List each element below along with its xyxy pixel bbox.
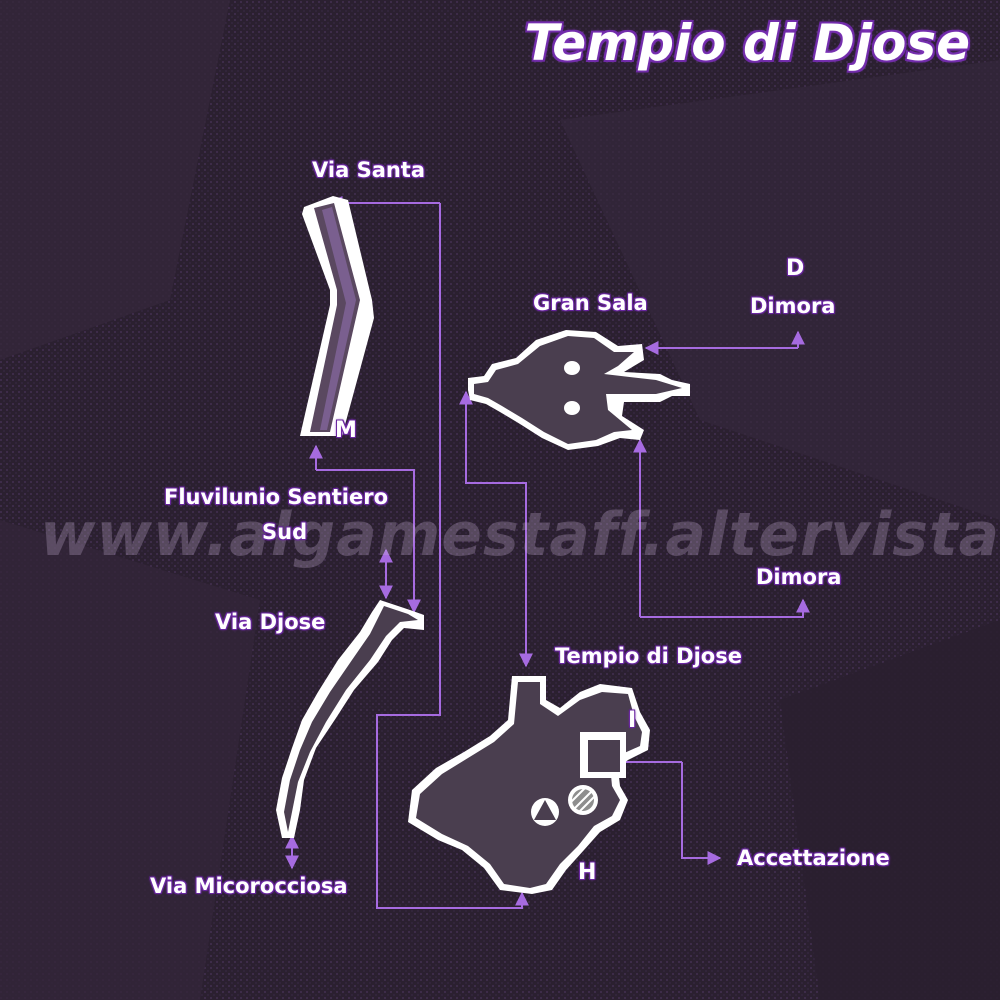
room-floor [310,203,360,432]
connector-via-santa-to-temple [376,203,529,909]
room-via-djose[interactable] [276,600,424,838]
label-via-micorocciosa: Via Micorocciosa [150,874,348,898]
room-band [320,207,356,430]
label-via-djose: Via Djose [215,610,326,634]
marker-h: H [578,860,597,885]
bg-shade [0,520,260,1000]
room-floor [474,336,682,444]
marker-i: I [628,708,637,733]
label-gran-sala: Gran Sala [533,291,648,315]
label-dimora-top: Dimora [750,294,836,318]
room-gran-sala[interactable] [468,330,690,450]
marker-m: M [335,418,357,443]
map-title: Tempio di Djose [524,14,970,72]
label-dimora-top-letter: D [786,256,805,281]
watermark: www.algamestaff.altervista.org [40,500,1000,570]
connector-accettazione-right [681,762,722,865]
room-tempio-di-djose[interactable] [408,676,650,894]
bg-shade [0,0,230,360]
side-chamber-floor [588,740,620,772]
tent-icon[interactable] [531,798,559,826]
room-via-santa[interactable] [300,196,374,436]
pillar [564,401,580,415]
bg-shade [560,60,1000,520]
label-via-santa: Via Santa [312,158,426,182]
label-tempio-di-djose: Tempio di Djose [555,644,742,668]
connector-m-to-via-djose [316,469,421,614]
label-fluvilunio-line2: Sud [262,520,308,544]
label-dimora-mid: Dimora [756,565,842,589]
connector-dimora-mid [640,598,810,618]
save-sphere-icon[interactable] [568,785,598,815]
label-fluvilunio-line1: Fluvilunio Sentiero [164,485,388,509]
bg-shade [780,620,1000,1000]
label-accettazione: Accettazione [737,846,890,870]
pillar [564,361,580,375]
